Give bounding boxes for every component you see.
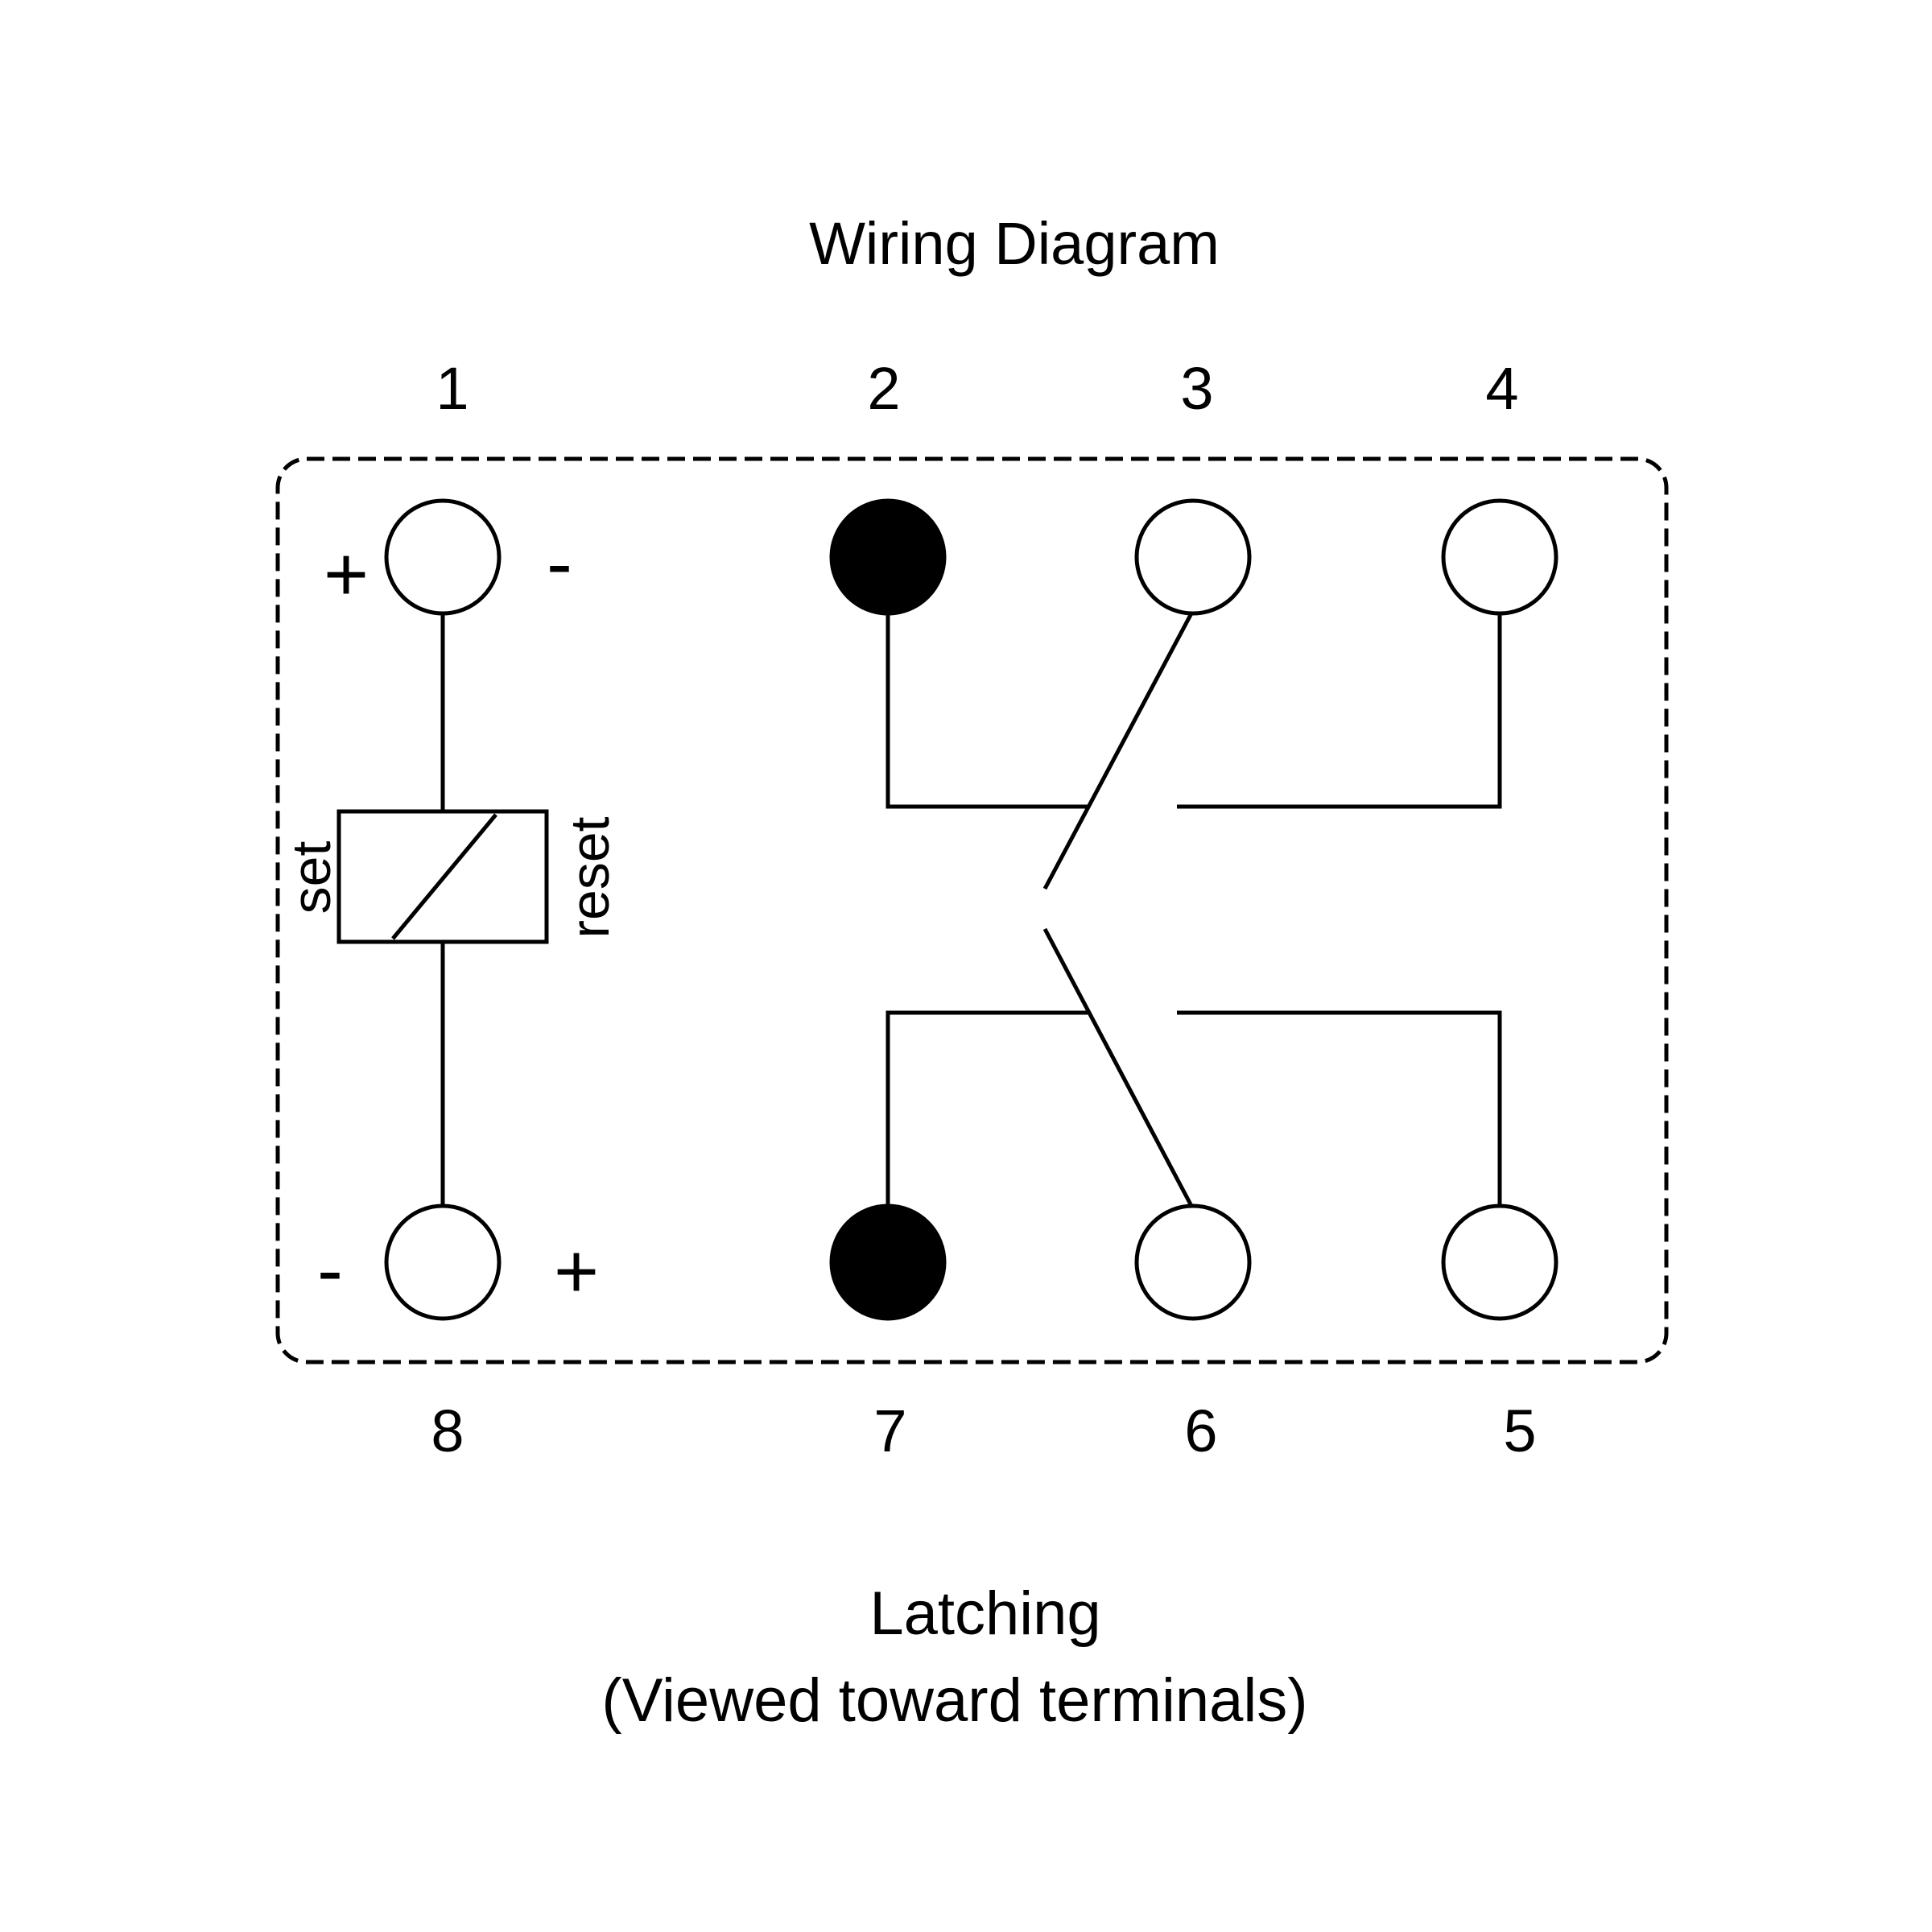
terminal-2 bbox=[829, 498, 947, 616]
terminal-1-plus-sign: + bbox=[324, 531, 369, 617]
contact-arm-terminal-3 bbox=[1042, 612, 1194, 890]
wire-terminal-4 bbox=[1177, 613, 1502, 809]
wire-terminal-5 bbox=[1177, 1010, 1502, 1206]
terminal-number-3: 3 bbox=[1180, 355, 1213, 422]
terminal-number-4: 4 bbox=[1485, 355, 1518, 422]
terminal-1 bbox=[384, 498, 502, 616]
diagram-title: Wiring Diagram bbox=[809, 210, 1220, 277]
terminal-5 bbox=[1441, 1203, 1558, 1321]
terminal-3 bbox=[1134, 498, 1252, 616]
caption-line-1: Latching bbox=[869, 1579, 1100, 1648]
terminal-number-5: 5 bbox=[1503, 1397, 1536, 1464]
terminal-1-minus-sign: - bbox=[547, 520, 572, 606]
terminal-number-7: 7 bbox=[873, 1397, 906, 1464]
terminal-8-minus-sign: - bbox=[317, 1227, 343, 1313]
terminal-number-8: 8 bbox=[431, 1397, 464, 1464]
terminal-8-plus-sign: + bbox=[554, 1228, 599, 1315]
terminal-6 bbox=[1134, 1203, 1252, 1321]
terminal-number-6: 6 bbox=[1184, 1397, 1217, 1464]
coil-set-label: set bbox=[281, 841, 342, 914]
caption-line-2: (Viewed toward terminals) bbox=[601, 1666, 1307, 1735]
contact-arm-terminal-6 bbox=[1042, 927, 1194, 1208]
wire-terminal-7 bbox=[886, 1010, 1088, 1206]
coil-reset-label: reset bbox=[559, 816, 621, 938]
wire-terminal-2 bbox=[886, 613, 1088, 809]
terminal-number-2: 2 bbox=[867, 355, 900, 422]
terminal-number-1: 1 bbox=[436, 355, 469, 422]
terminal-8 bbox=[384, 1203, 502, 1321]
coil-diagonal bbox=[391, 813, 497, 940]
terminal-7 bbox=[829, 1203, 947, 1321]
terminal-4 bbox=[1441, 498, 1558, 616]
